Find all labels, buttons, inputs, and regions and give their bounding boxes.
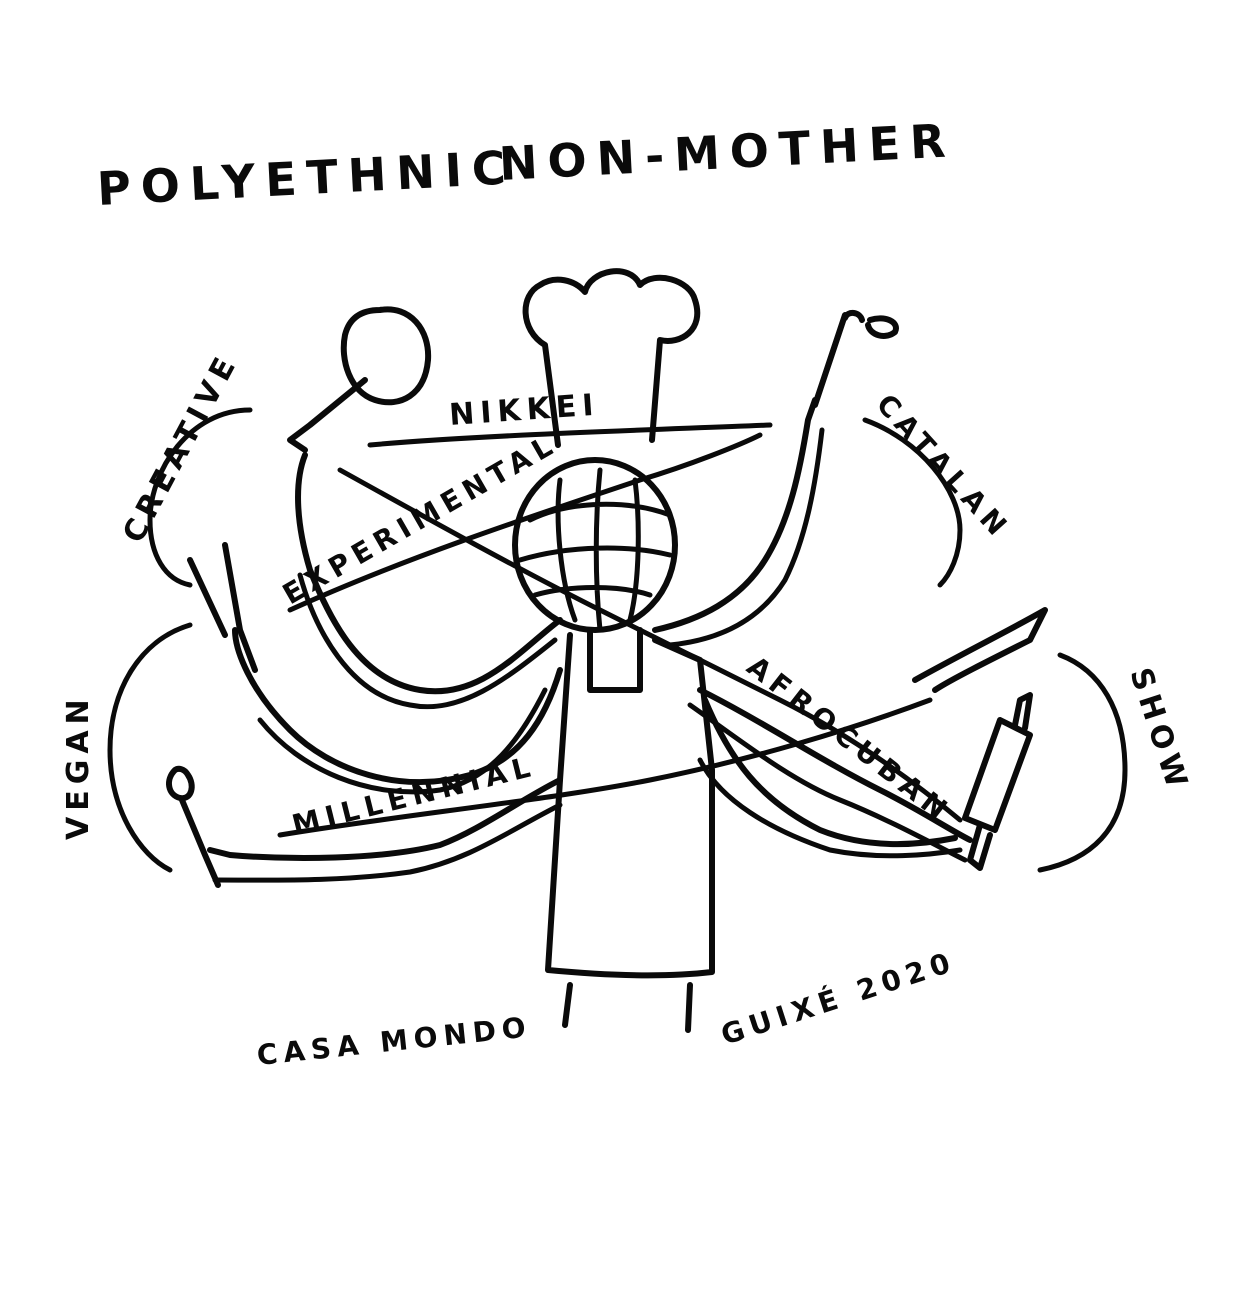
knife-icon <box>187 542 258 673</box>
footer-left: CASA MONDO <box>255 1010 533 1072</box>
label-catalan: CATALAN <box>870 388 1017 547</box>
rolling-pin-icon <box>962 692 1033 871</box>
frying-pan-icon <box>287 306 432 453</box>
chef-figure <box>166 268 1048 1033</box>
label-creative: CREATIVE <box>116 347 245 549</box>
knife-icon-right <box>912 607 1048 693</box>
title-right: NON-MOTHER <box>498 113 957 191</box>
vegan-arc <box>107 622 193 873</box>
label-show: SHOW <box>1122 664 1195 798</box>
nikkei-underline <box>367 422 773 448</box>
title-left: POLYETHNIC <box>96 140 517 216</box>
catalan-arc <box>862 417 963 588</box>
chef-hat-icon <box>522 268 701 448</box>
spoon-icon <box>166 765 221 888</box>
label-nikkei: NIKKEI <box>448 388 600 433</box>
apron <box>545 632 715 979</box>
label-vegan: VEGAN <box>61 693 96 840</box>
show-arc <box>1037 652 1128 873</box>
creative-arc <box>147 407 253 588</box>
footer-right: GUIXÉ 2020 <box>717 944 960 1052</box>
label-millennial: MILLENNIAL <box>289 749 539 841</box>
head <box>512 457 678 633</box>
ladle-icon <box>812 310 899 408</box>
